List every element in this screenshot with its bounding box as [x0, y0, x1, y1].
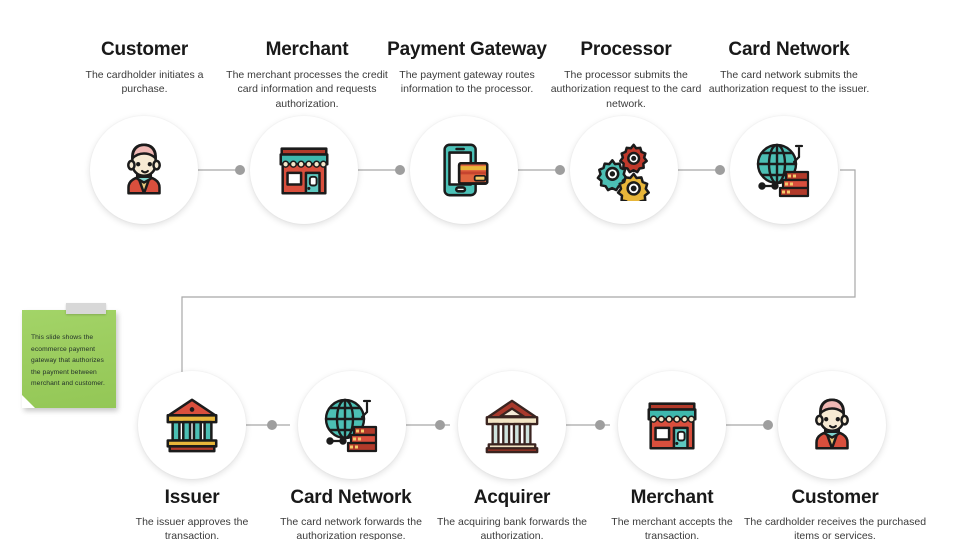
speaker-note[interactable]: This slide shows the ecommerce payment g… — [22, 300, 116, 408]
globe-network-server-icon — [298, 371, 406, 479]
desc-merchant: The merchant processes the credit card i… — [226, 68, 388, 110]
node-issuer[interactable] — [138, 371, 246, 479]
customer-person-icon — [778, 371, 886, 479]
label-customer-return: Customer The cardholder receives the pur… — [742, 487, 928, 540]
node-merchant-return[interactable] — [618, 371, 726, 479]
gears-processor-icon — [570, 116, 678, 224]
node-disc — [138, 371, 246, 479]
label-card-network-return: Card Network The card network forwards t… — [262, 487, 440, 540]
label-payment-gateway: Payment Gateway The payment gateway rout… — [378, 39, 556, 97]
node-card-network[interactable] — [730, 116, 838, 224]
merchant-store-icon — [618, 371, 726, 479]
bank-acquirer-icon — [458, 371, 566, 479]
title-customer: Customer — [100, 39, 189, 60]
title-acquirer: Acquirer — [473, 487, 551, 508]
label-processor: Processor The processor submits the auth… — [540, 39, 712, 111]
title-card-network: Card Network — [728, 39, 850, 60]
title-card-network-return: Card Network — [290, 487, 412, 508]
label-customer: Customer The cardholder initiates a purc… — [62, 39, 227, 97]
node-customer-return[interactable] — [778, 371, 886, 479]
desc-processor: The processor submits the authorization … — [550, 68, 702, 110]
title-payment-gateway: Payment Gateway — [387, 39, 547, 60]
label-acquirer: Acquirer The acquiring bank forwards the… — [430, 487, 594, 540]
label-issuer: Issuer The issuer approves the transacti… — [112, 487, 272, 540]
node-merchant[interactable] — [250, 116, 358, 224]
customer-person-icon — [90, 116, 198, 224]
note-tape — [66, 303, 106, 314]
node-card-network-return[interactable] — [298, 371, 406, 479]
note-body: This slide shows the ecommerce payment g… — [22, 310, 116, 408]
label-card-network: Card Network The card network submits th… — [700, 39, 878, 97]
title-issuer: Issuer — [164, 487, 220, 508]
title-customer-return: Customer — [791, 487, 879, 508]
label-merchant-return: Merchant The merchant accepts the transa… — [590, 487, 754, 540]
title-merchant: Merchant — [265, 39, 349, 60]
title-merchant-return: Merchant — [630, 487, 714, 508]
globe-network-server-icon — [730, 116, 838, 224]
desc-merchant-return: The merchant accepts the transaction. — [611, 515, 733, 540]
desc-customer: The cardholder initiates a purchase. — [85, 68, 204, 96]
node-processor[interactable] — [570, 116, 678, 224]
desc-issuer: The issuer approves the transaction. — [135, 515, 249, 540]
node-customer[interactable] — [90, 116, 198, 224]
desc-customer-return: The cardholder receives the purchased it… — [743, 515, 927, 540]
merchant-store-icon — [250, 116, 358, 224]
label-merchant: Merchant The merchant processes the cred… — [218, 39, 396, 111]
note-fold-corner — [22, 395, 35, 408]
node-acquirer[interactable] — [458, 371, 566, 479]
title-processor: Processor — [580, 39, 672, 60]
bank-issuer-icon — [138, 371, 246, 479]
desc-payment-gateway: The payment gateway routes information t… — [399, 68, 535, 96]
desc-card-network: The card network submits the authorizati… — [708, 68, 870, 96]
mobile-payment-card-icon — [410, 116, 518, 224]
node-payment-gateway[interactable] — [410, 116, 518, 224]
note-text: This slide shows the ecommerce payment g… — [31, 334, 105, 388]
desc-card-network-return: The card network forwards the authorizat… — [280, 515, 422, 540]
desc-acquirer: The acquiring bank forwards the authoriz… — [437, 515, 587, 540]
